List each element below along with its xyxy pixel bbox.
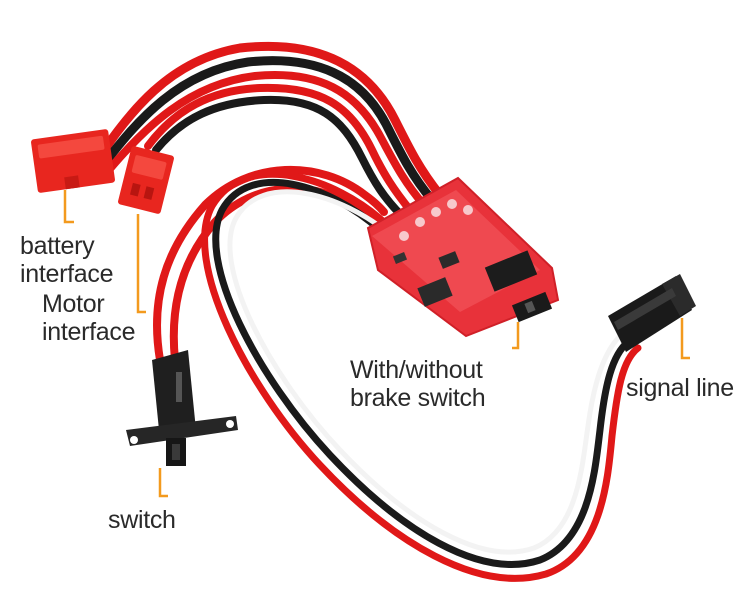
wires bbox=[87, 41, 642, 582]
switch-label: switch bbox=[108, 506, 176, 534]
motor-connector bbox=[118, 146, 174, 214]
callout-lines bbox=[63, 190, 690, 498]
callout-battery bbox=[63, 190, 74, 224]
battery-label-line2: interface bbox=[20, 260, 114, 288]
callout-switch bbox=[158, 468, 168, 498]
battery-interface-label: battery interface bbox=[20, 232, 113, 288]
switch-label-line1: switch bbox=[108, 506, 176, 534]
callout-motor bbox=[136, 214, 146, 314]
signal-label-line1: signal line bbox=[626, 374, 734, 402]
battery-label-line1: battery bbox=[20, 232, 95, 260]
slide-switch bbox=[126, 350, 238, 466]
battery-connector bbox=[31, 129, 115, 193]
brake-label-line1: With/without bbox=[350, 356, 483, 384]
callout-brake bbox=[512, 322, 520, 350]
esc-board bbox=[366, 176, 560, 338]
callout-signal bbox=[680, 318, 690, 360]
signal-line-label: signal line bbox=[626, 374, 734, 402]
brake-label-line2: brake switch bbox=[350, 384, 486, 412]
brake-switch-label: With/without brake switch bbox=[350, 356, 486, 412]
motor-label-line1: Motor bbox=[42, 290, 105, 318]
motor-label-line2: interface bbox=[42, 318, 136, 346]
motor-interface-label: Motor interface bbox=[42, 290, 135, 346]
servo-plug bbox=[608, 274, 696, 352]
